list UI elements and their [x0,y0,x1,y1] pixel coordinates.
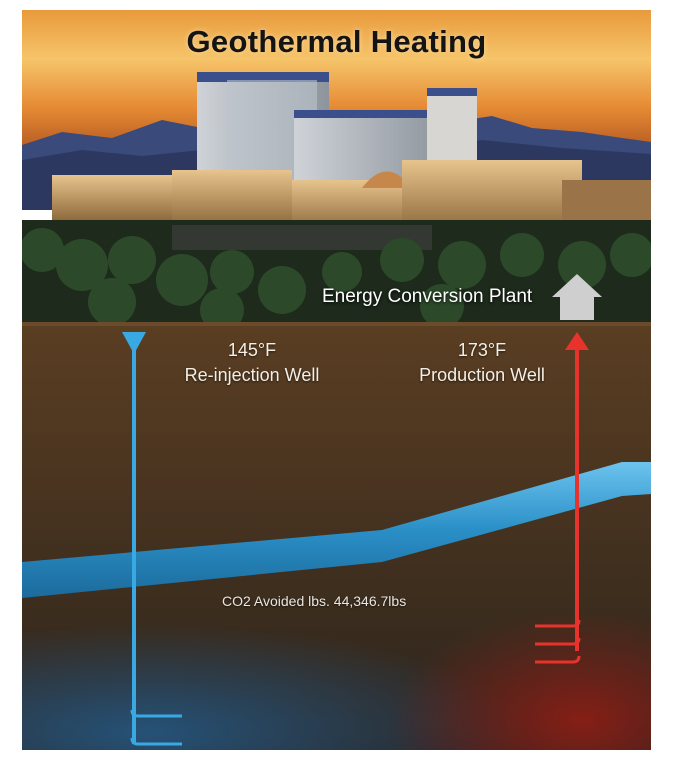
reinjection-well-label: Re-injection Well [184,365,320,385]
diagram-scene [22,10,651,750]
production-well [535,346,581,664]
diagram-title: Geothermal Heating [186,24,487,59]
production-temperature: 173°F [457,340,507,360]
tree-canopy [22,228,651,332]
ground-surface [22,322,651,326]
arrow-down-icon [122,332,146,354]
house-arrow-icon [552,274,602,320]
resort-buildings [52,72,651,235]
reinjection-well [130,336,182,746]
energy-plant-label: Energy Conversion Plant [322,286,533,307]
arrow-up-icon [565,332,589,350]
aquifer [22,462,651,598]
reinjection-temperature: 145°F [227,340,277,360]
hot-zone [302,550,651,750]
production-well-label: Production Well [419,365,545,385]
co2-avoided-text: CO2 Avoided lbs. 44,346.7lbs [222,593,407,609]
geothermal-diagram: Geothermal Heating Energy Conversion Pla… [22,10,651,750]
